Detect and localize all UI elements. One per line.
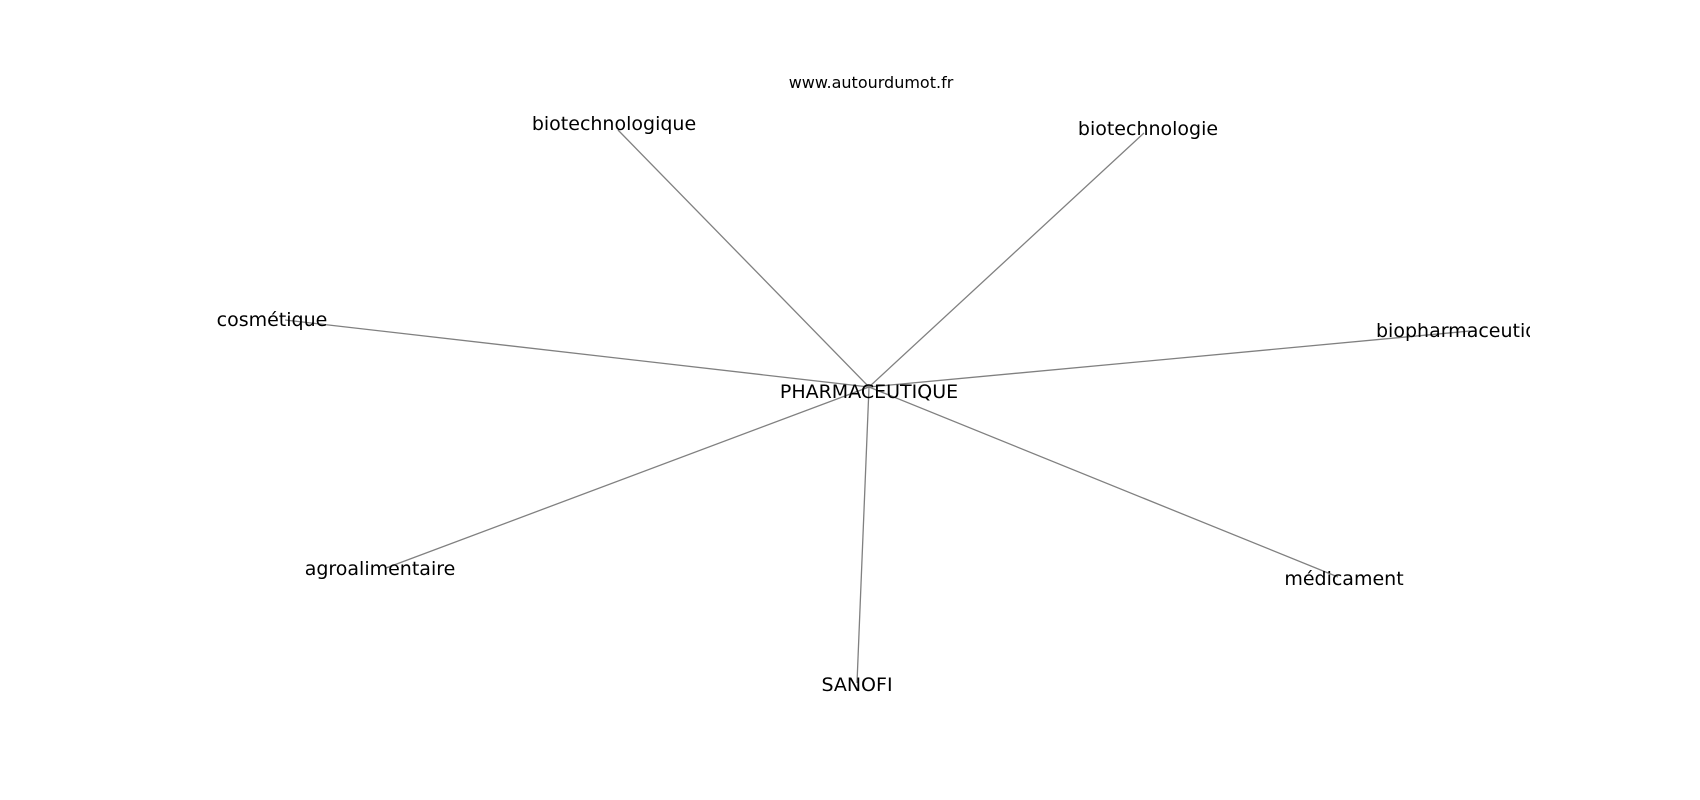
edge-sanofi [856, 386, 870, 684]
node-label-biotechnologie: biotechnologie [1078, 118, 1218, 140]
center-node-label: PHARMACEUTIQUE [780, 381, 958, 403]
edge-medicament [868, 386, 1339, 578]
node-label-biotechnologique: biotechnologique [532, 113, 696, 135]
source-watermark: www.autourdumot.fr [789, 73, 954, 92]
edge-cosmetique [284, 319, 870, 388]
edge-biotechnologique [617, 129, 870, 388]
node-label-biopharmaceutique: biopharmaceutique [1376, 320, 1561, 342]
node-label-medicament: médicament [1284, 568, 1403, 590]
edge-agroalimentaire [385, 386, 870, 569]
edge-biopharmaceutique [868, 330, 1471, 388]
node-label-cosmetique: cosmétique [217, 309, 328, 331]
node-label-sanofi: SANOFI [821, 674, 892, 696]
node-label-agroalimentaire: agroalimentaire [305, 558, 456, 580]
edge-biotechnologie [868, 132, 1145, 388]
